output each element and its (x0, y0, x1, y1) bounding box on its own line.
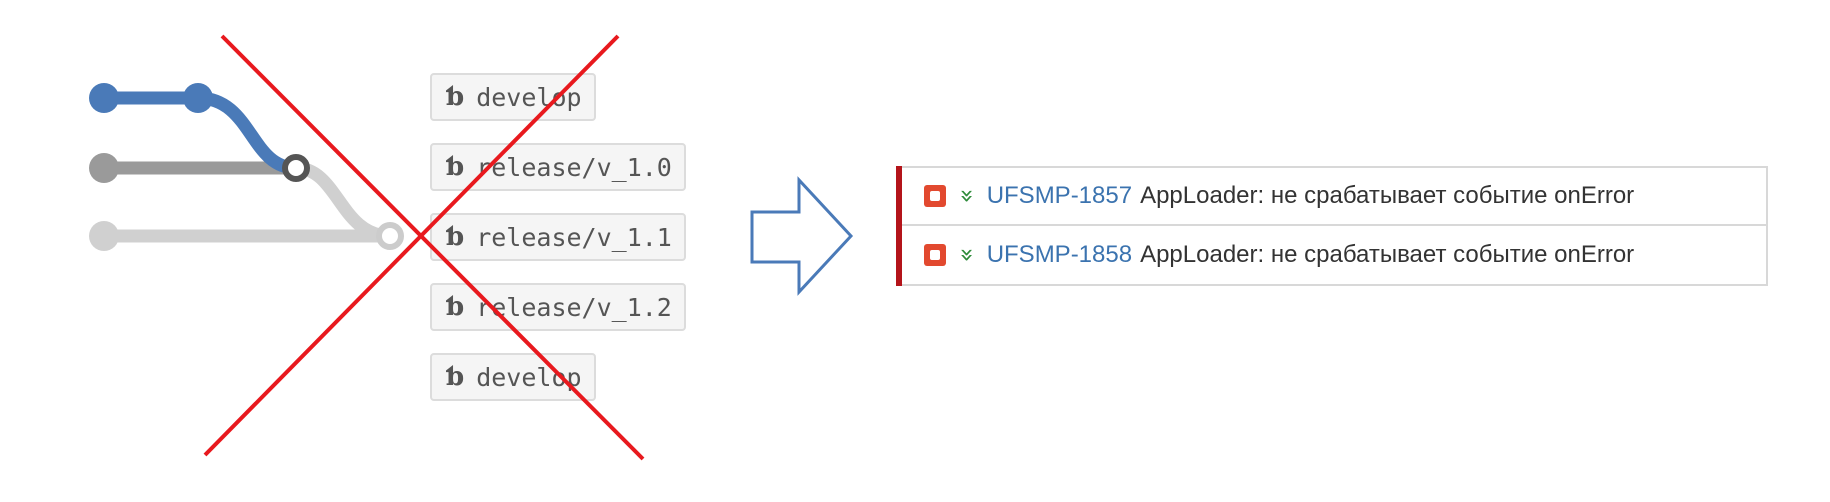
issue-list: » UFSMP-1857 AppLoader: не срабатывает с… (896, 166, 1768, 286)
issue-row[interactable]: » UFSMP-1858 AppLoader: не срабатывает с… (902, 226, 1768, 286)
commit-node (89, 221, 119, 251)
bug-icon (924, 185, 946, 207)
issue-key-link[interactable]: UFSMP-1857 (986, 182, 1133, 209)
bug-icon (924, 244, 946, 266)
issue-row[interactable]: » UFSMP-1857 AppLoader: не срабатывает с… (902, 166, 1768, 226)
issue-summary: AppLoader: не срабатывает событие onErro… (1140, 241, 1635, 268)
priority-low-icon: » (953, 247, 982, 263)
commit-node (89, 83, 119, 113)
issue-key-link[interactable]: UFSMP-1858 (986, 241, 1133, 268)
priority-low-icon: » (953, 188, 982, 204)
commit-node (89, 153, 119, 183)
issue-summary: AppLoader: не срабатывает событие onErro… (1140, 182, 1635, 209)
